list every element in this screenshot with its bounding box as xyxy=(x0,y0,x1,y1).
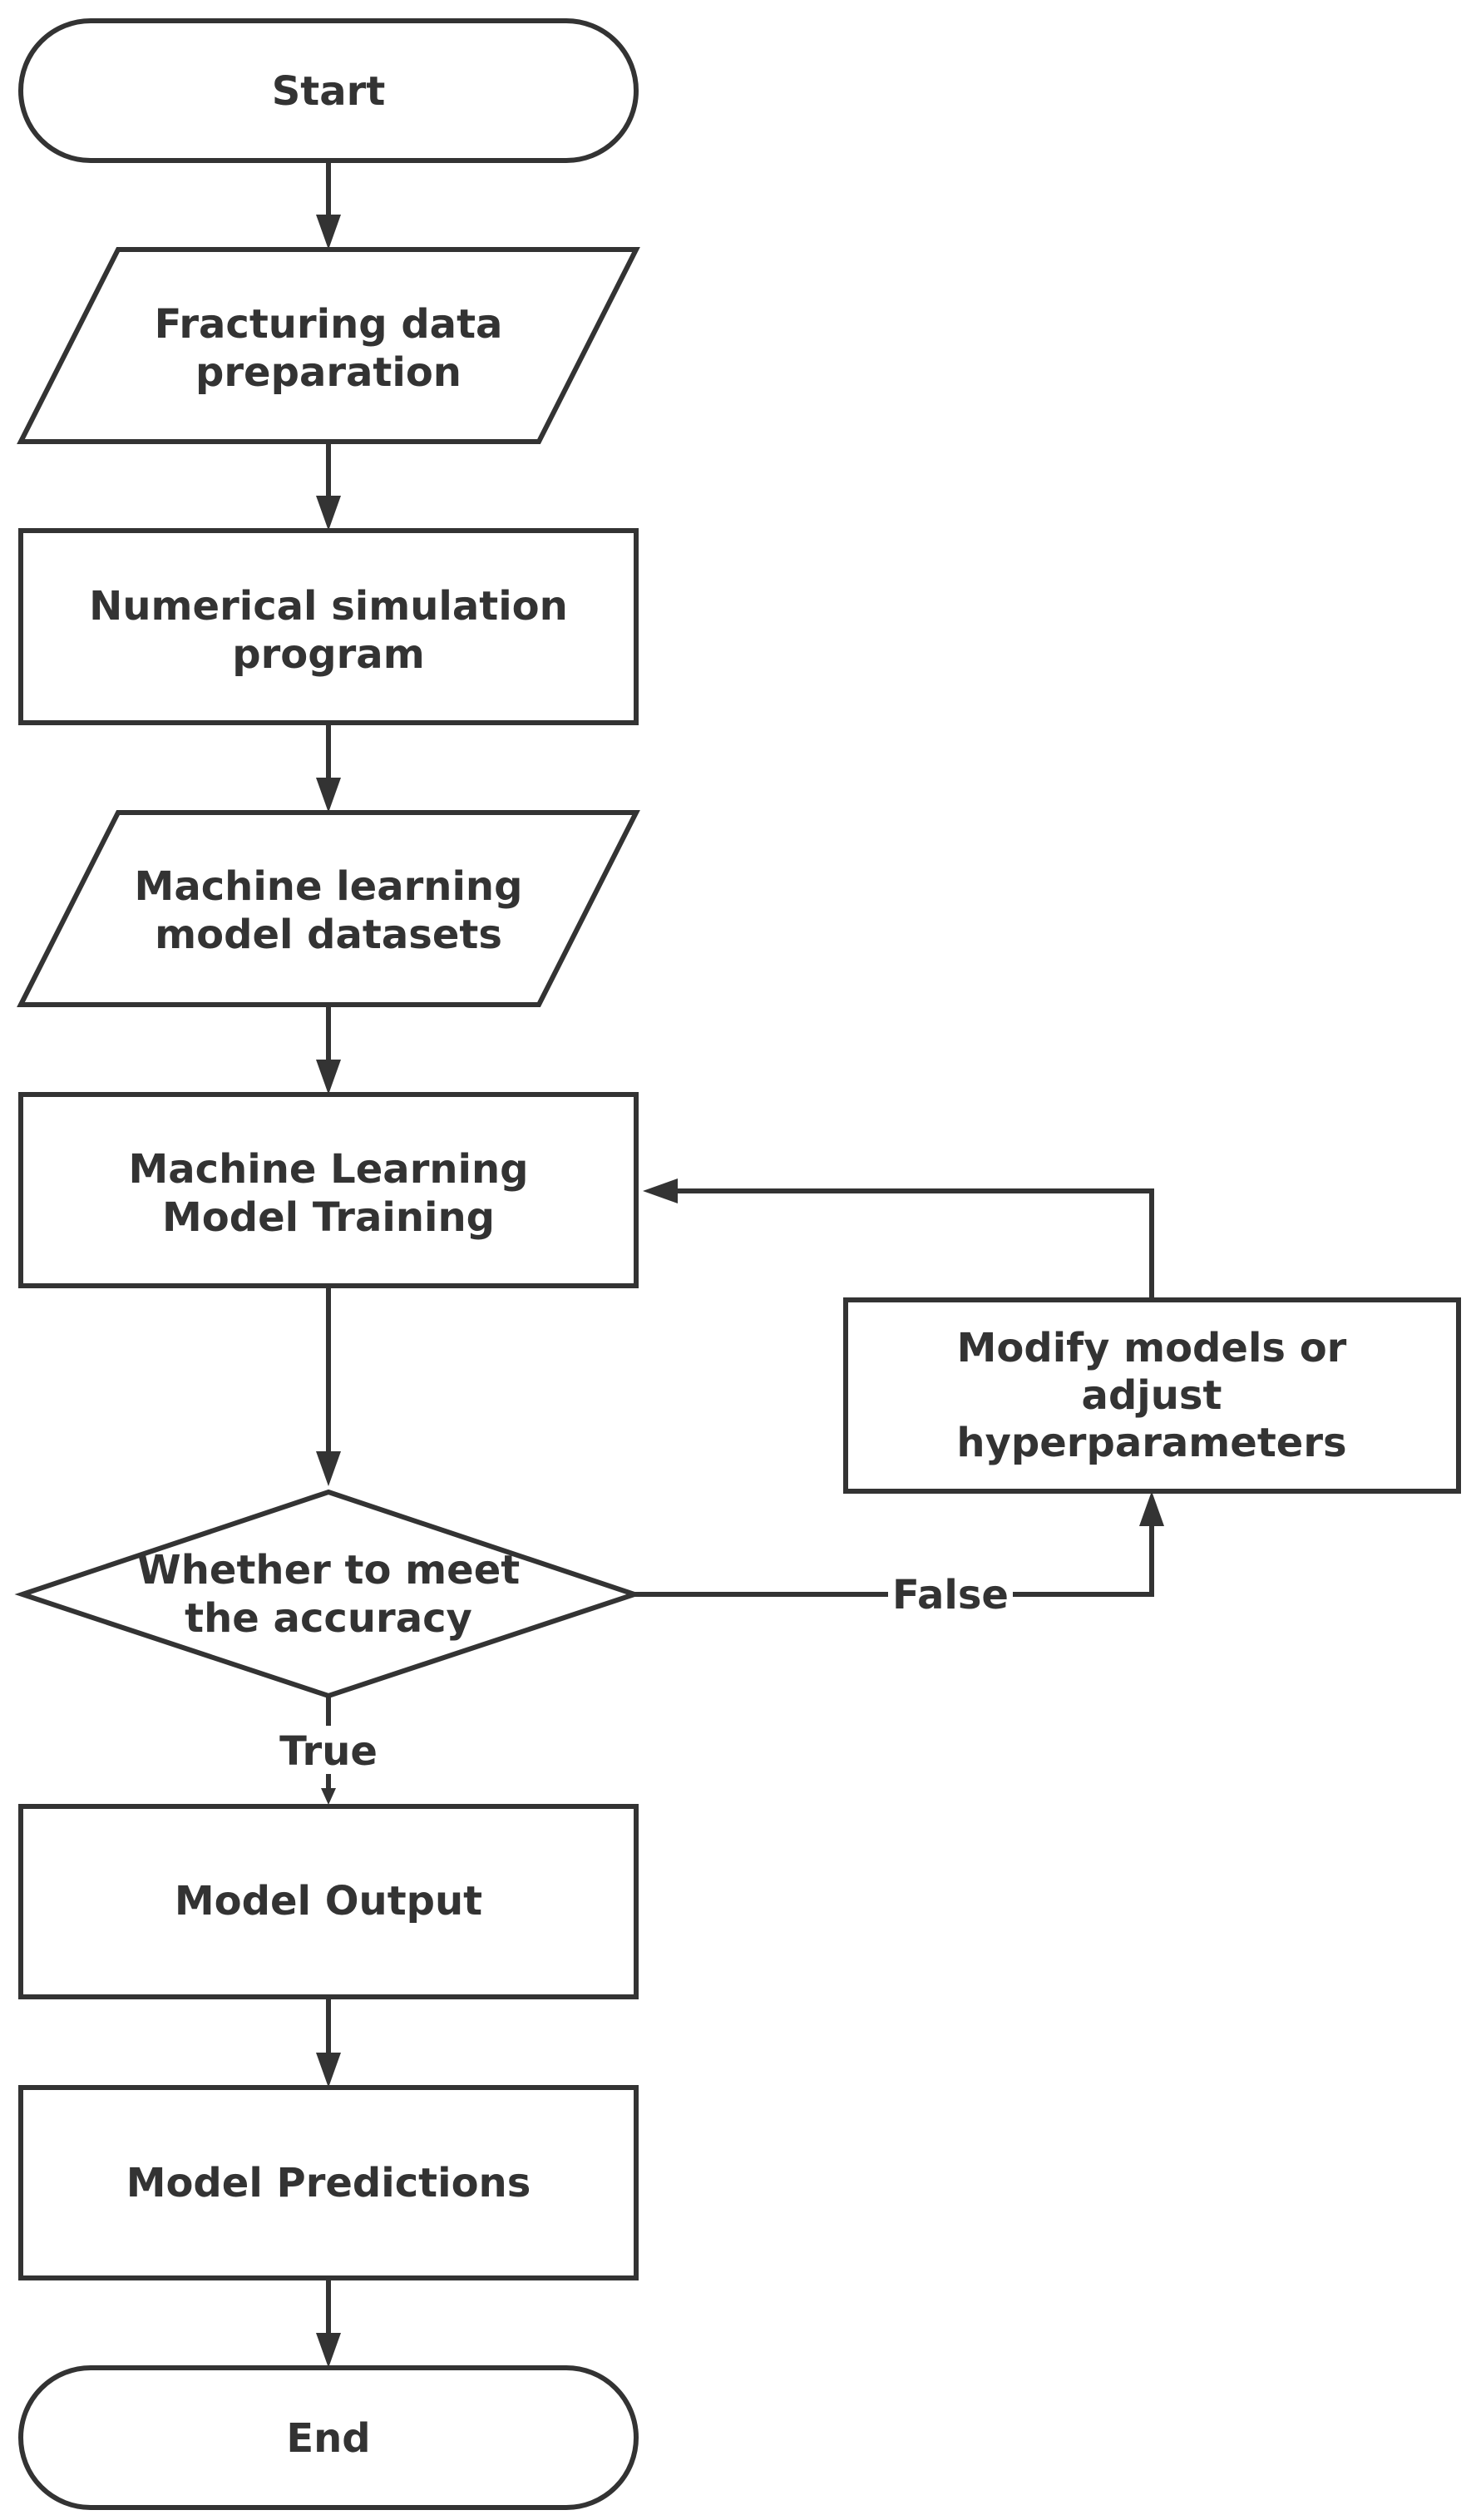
model-predictions-label: Model Predictions xyxy=(126,2160,531,2206)
edge-label-true: True xyxy=(270,1726,387,1775)
numerical-simulation-label-line1: Numerical simulation xyxy=(89,583,568,630)
model-predictions-box: Model Predictions xyxy=(18,2085,639,2280)
edge-start-to-prep xyxy=(316,161,341,250)
modify-models-box: Modify models or adjust hyperparameters xyxy=(843,1297,1461,1494)
modify-models-label-line2: adjust xyxy=(1082,1372,1222,1419)
accuracy-decision-label-line1: Whether to meet xyxy=(137,1547,520,1594)
model-datasets-label-line2: model datasets xyxy=(155,912,502,958)
edge-datasets-to-training xyxy=(316,1005,341,1094)
start-label: Start xyxy=(272,68,386,115)
model-training-label-line2: Model Training xyxy=(162,1194,495,1241)
accuracy-decision-diamond: Whether to meet the accuracy xyxy=(14,1489,643,1699)
model-datasets-parallelogram: Machine learning model datasets xyxy=(17,810,640,1007)
modify-models-label-line1: Modify models or xyxy=(957,1325,1347,1371)
edge-training-to-decision xyxy=(316,1286,341,1486)
model-training-box: Machine Learning Model Training xyxy=(18,1092,639,1288)
model-training-label-line1: Machine Learning xyxy=(128,1146,528,1193)
edge-label-false: False xyxy=(888,1570,1013,1618)
data-preparation-label-line1: Fracturing data xyxy=(155,301,503,348)
true-label-text: True xyxy=(279,1728,378,1775)
accuracy-decision-label-line2: the accuracy xyxy=(185,1595,472,1642)
end-label: End xyxy=(286,2415,370,2462)
edge-predictions-to-end xyxy=(316,2278,341,2368)
start-terminator: Start xyxy=(18,18,639,163)
edge-decision-to-modify xyxy=(634,1491,1164,1597)
edge-prep-to-simulation xyxy=(316,442,341,531)
numerical-simulation-label-line2: program xyxy=(232,631,424,678)
end-terminator: End xyxy=(18,2365,639,2510)
numerical-simulation-box: Numerical simulation program xyxy=(18,528,639,725)
edge-modify-to-training xyxy=(643,1178,1154,1300)
model-datasets-label-line1: Machine learning xyxy=(135,863,523,910)
data-preparation-parallelogram: Fracturing data preparation xyxy=(17,247,640,444)
modify-models-label-line3: hyperparameters xyxy=(956,1420,1346,1466)
edge-output-to-predictions xyxy=(316,1997,341,2088)
data-preparation-label-line2: preparation xyxy=(195,349,462,396)
edge-simulation-to-datasets xyxy=(316,723,341,813)
model-output-label: Model Output xyxy=(175,1878,482,1925)
false-label-text: False xyxy=(892,1572,1009,1618)
model-output-box: Model Output xyxy=(18,1804,639,1999)
